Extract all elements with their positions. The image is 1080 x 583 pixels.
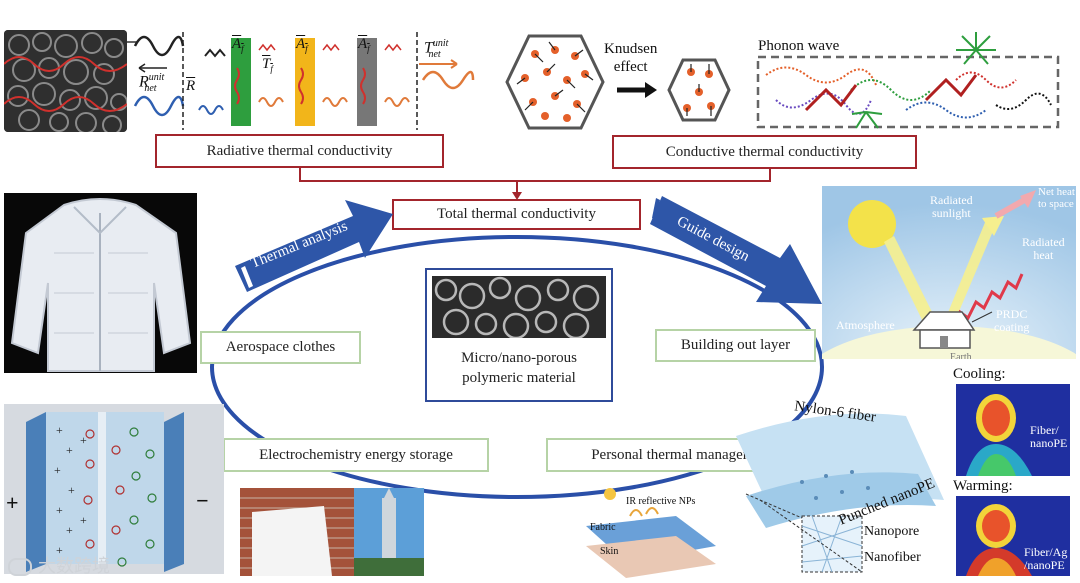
svg-text:+: + xyxy=(56,503,63,517)
knudsen-schematic xyxy=(505,34,731,130)
building-photo-skyscraper xyxy=(354,488,424,576)
a-f-label-3: Af xyxy=(358,36,370,54)
r-net-label: Runitnet xyxy=(139,72,165,94)
battery-schematic: +++ +++ +++ xyxy=(4,404,224,574)
radiative-schematic xyxy=(127,32,475,130)
guide-design-arrow: Guide design xyxy=(650,196,822,304)
aerospace-clothes-box: Aerospace clothes xyxy=(200,331,361,364)
material-label-line1: Micro/nano-porous xyxy=(461,350,577,366)
t-f-label: Tf xyxy=(262,56,273,74)
a-f-label-1: Af xyxy=(232,36,244,54)
svg-text:+: + xyxy=(68,483,75,497)
phonon-label: Phonon wave xyxy=(758,38,840,54)
electrochemistry-box: Electrochemistry energy storage xyxy=(223,438,489,472)
svg-text:+: + xyxy=(56,423,63,437)
thermal-image-cooling xyxy=(956,384,1070,476)
atmosphere-label: Atmosphere xyxy=(836,318,895,332)
cooling-fiber-label: Fiber/nanoPE xyxy=(1030,423,1068,450)
nanopore-label: Nanopore xyxy=(864,524,920,539)
building-out-layer-box: Building out layer xyxy=(655,329,816,362)
thermal-analysis-arrow: Thermal analysis xyxy=(235,200,393,292)
t-net-label: Tunitnet xyxy=(424,38,449,60)
svg-text:+: + xyxy=(66,523,73,537)
fiber-textile-panel xyxy=(586,413,944,578)
knudsen-label: Knudsen effect xyxy=(604,41,658,75)
aerospace-jacket-image xyxy=(4,193,197,373)
conductive-conductivity-box: Conductive thermal conductivity xyxy=(612,135,917,169)
r-bar-label: R xyxy=(186,78,196,94)
building-cooling-image xyxy=(822,186,1076,359)
skin-label: Skin xyxy=(600,546,619,557)
a-f-label-2: Af xyxy=(296,36,308,54)
cooling-label: Cooling: xyxy=(953,366,1006,382)
earth-label: Earth xyxy=(950,352,972,359)
phonon-schematic xyxy=(756,32,1060,129)
total-conductivity-box: Total thermal conductivity xyxy=(392,199,641,230)
thermal-image-warming xyxy=(956,496,1070,576)
svg-text:+: + xyxy=(66,443,73,457)
svg-text:+: + xyxy=(54,463,61,477)
battery-minus-sign: − xyxy=(196,488,209,513)
watermark-icon xyxy=(8,558,32,576)
fabric-label: Fabric xyxy=(590,522,616,533)
material-sem-image xyxy=(432,276,606,338)
svg-text:+: + xyxy=(80,513,87,527)
foam-sem-image xyxy=(4,30,127,132)
material-box: Micro/nano-porous polymeric material xyxy=(425,268,613,402)
warming-fiber-label: Fiber/Ag/nanoPE xyxy=(1024,545,1068,572)
svg-text:+: + xyxy=(56,543,63,557)
watermark-logo: 大数跨境 xyxy=(8,552,110,578)
material-label-line2: polymeric material xyxy=(462,370,576,386)
battery-plus-sign: + xyxy=(6,490,19,515)
ir-nps-label: IR reflective NPs xyxy=(626,496,696,507)
nanofiber-label: Nanofiber xyxy=(864,550,921,565)
svg-text:+: + xyxy=(80,433,87,447)
radiative-conductivity-box: Radiative thermal conductivity xyxy=(155,134,444,168)
building-photo-brick xyxy=(240,488,354,576)
warming-label: Warming: xyxy=(953,478,1013,494)
